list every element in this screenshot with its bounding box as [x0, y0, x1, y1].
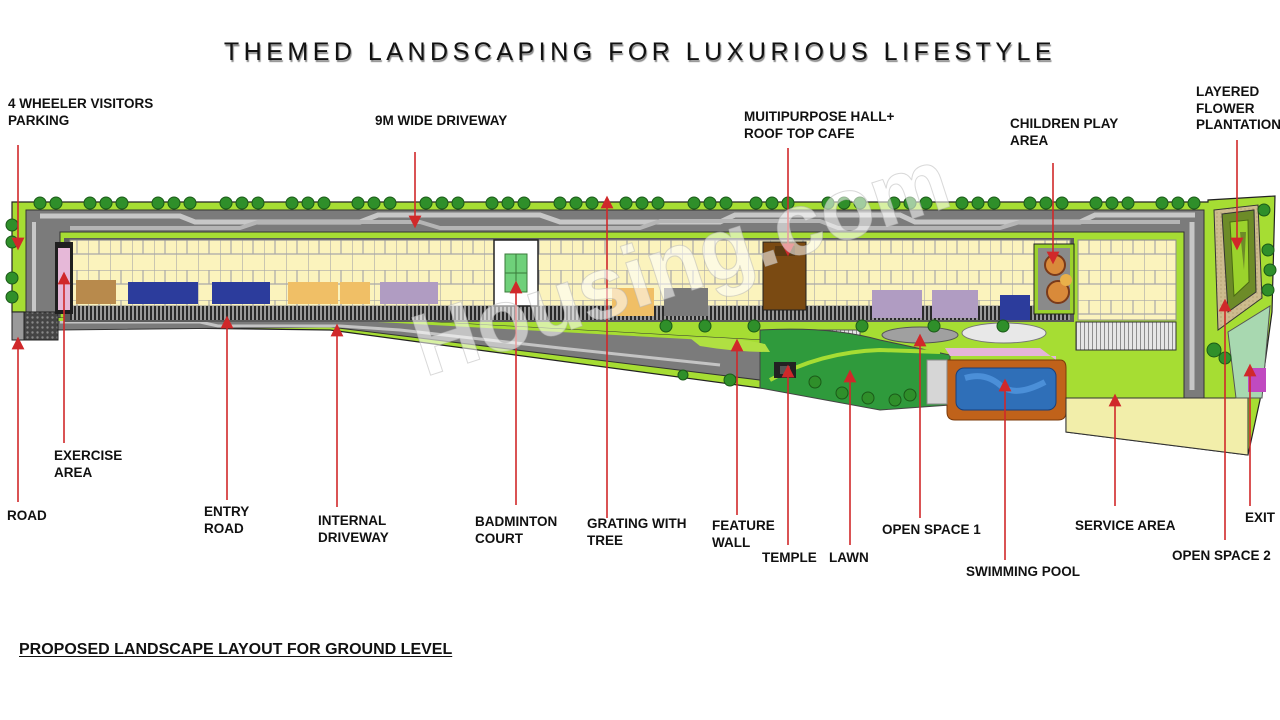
label-swimming-pool: SWIMMING POOL [966, 564, 1080, 579]
label-feature-wall: FEATURE WALL [712, 518, 775, 550]
label-internal-driveway: INTERNAL DRIVEWAY [318, 513, 389, 545]
visitors-parking-pad [23, 311, 59, 341]
children-play-area [1033, 243, 1075, 315]
page-title: THEMED LANDSCAPING FOR LUXURIOUS LIFESTY… [223, 38, 1057, 66]
label-lawn: LAWN [829, 550, 869, 565]
boundary-trees [5, 196, 1277, 407]
label-entry-road: ENTRY ROAD [204, 504, 250, 536]
label-road: ROAD [7, 508, 47, 523]
label-service-area: SERVICE AREA [1075, 518, 1176, 533]
label-multipurpose-hall: MUITIPURPOSE HALL+ ROOF TOP CAFE [744, 109, 895, 141]
flower-plantation [1213, 204, 1263, 331]
label-open-space-1: OPEN SPACE 1 [882, 522, 981, 537]
label-grating-with-tree: GRATING WITH TREE [587, 516, 687, 548]
amenity-rooms [76, 280, 1030, 320]
service-area [1065, 397, 1249, 456]
label-open-space-2: OPEN SPACE 2 [1172, 548, 1271, 563]
footer-caption: PROPOSED LANDSCAPE LAYOUT FOR GROUND LEV… [19, 641, 453, 658]
label-exit: EXIT [1245, 510, 1276, 525]
label-exercise-area: EXERCISE AREA [54, 448, 123, 480]
label-children-play: CHILDREN PLAY AREA [1010, 116, 1119, 148]
label-badminton-court: BADMINTON COURT [475, 514, 558, 546]
leader-lines [11, 140, 1257, 560]
label-9m-driveway: 9M WIDE DRIVEWAY [375, 113, 508, 128]
residential-block [64, 238, 1074, 322]
end-tower [1077, 239, 1177, 321]
label-temple: TEMPLE [762, 550, 817, 565]
label-flower-plantation: LAYERED FLOWER PLANTATION [1196, 84, 1280, 132]
label-visitors-parking: 4 WHEELER VISITORS PARKING [8, 96, 154, 128]
